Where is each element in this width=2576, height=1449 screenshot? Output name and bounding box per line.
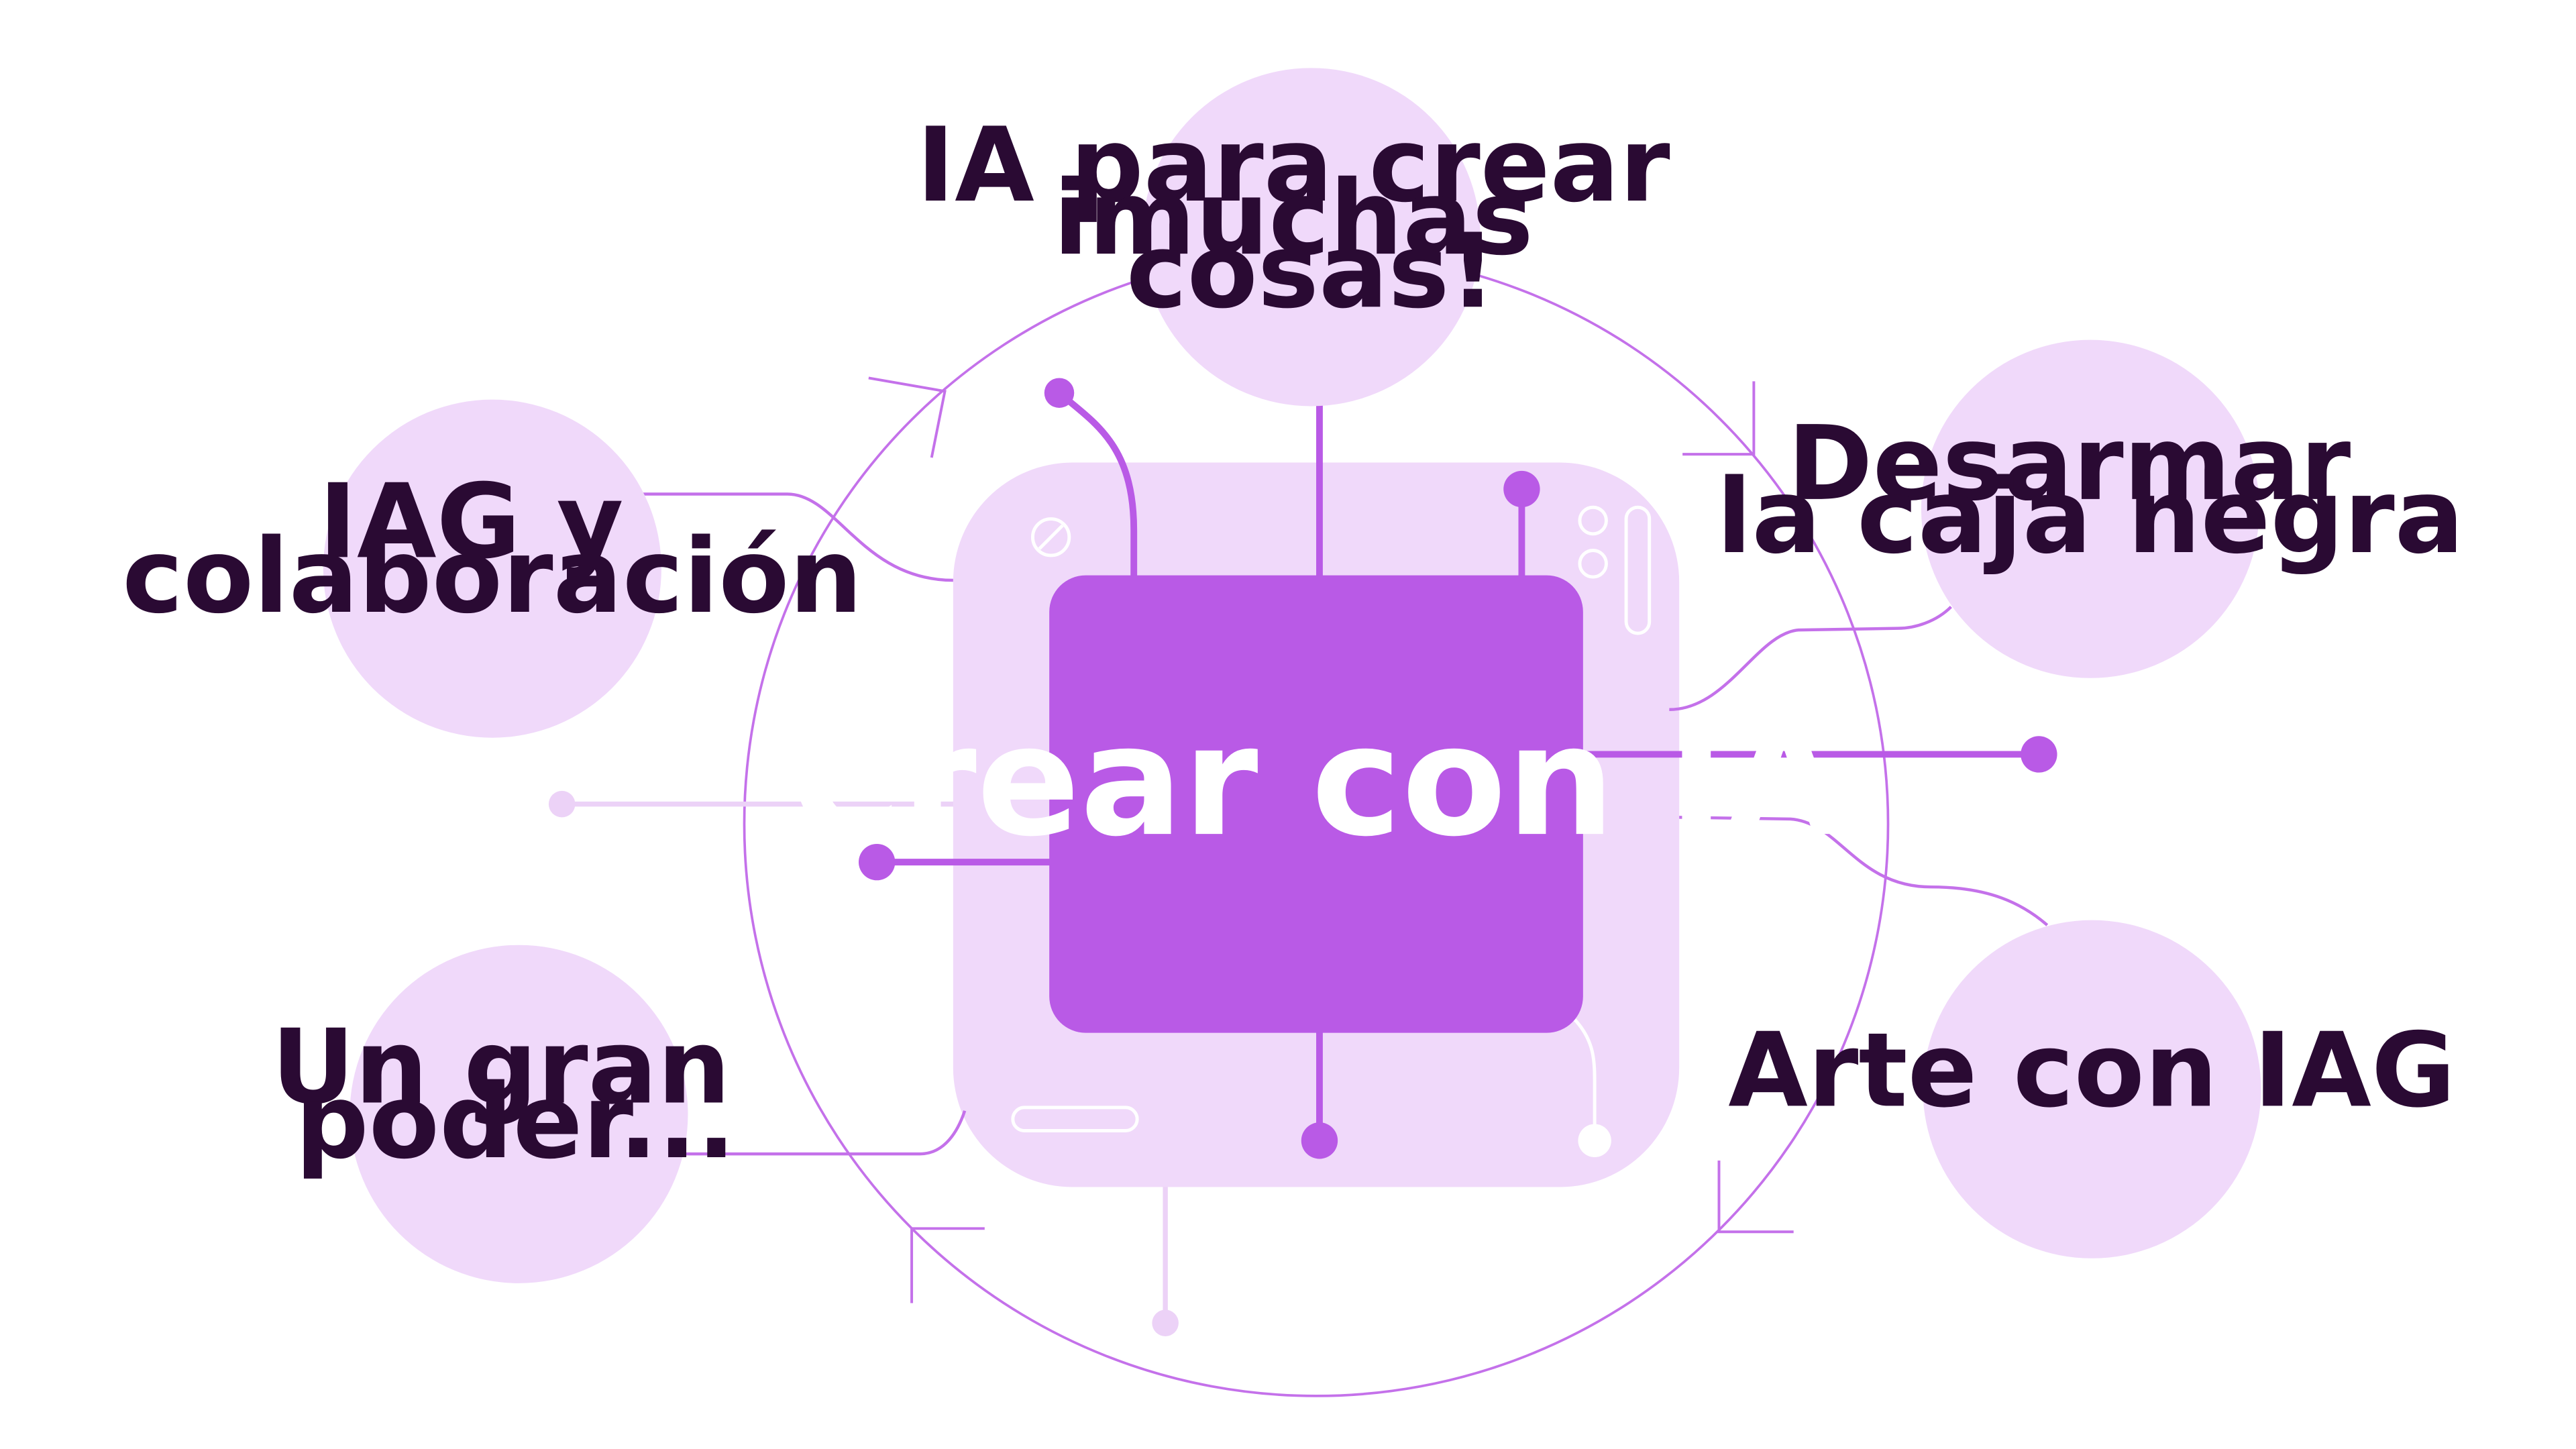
chip-decorations xyxy=(1011,505,1652,1141)
node-bottom-right-circle xyxy=(1923,920,2261,1258)
node-top-right-label: Desarmar la caja negra xyxy=(1717,405,2464,577)
arrow-mark-top-left xyxy=(868,376,947,458)
arrow-mark-bottom-right xyxy=(1717,1160,1794,1234)
node-connectors xyxy=(643,492,2049,1156)
node-top-label: IA para crear imuchas cosas! xyxy=(916,106,1706,331)
arrow-mark-bottom-left xyxy=(910,1227,985,1303)
node-bottom-left[interactable]: Un gran poder... xyxy=(272,945,767,1283)
accent-dot-right xyxy=(2021,736,2057,773)
node-bottom-left-circle xyxy=(350,945,688,1283)
white-pin-line xyxy=(1573,1018,1597,1141)
chip-icon[interactable] xyxy=(1049,575,1583,1033)
accent-dots xyxy=(859,378,2057,1159)
node-bottom-left-label: Un gran poder... xyxy=(272,1008,767,1182)
node-bottom-left-line-2: poder... xyxy=(295,1063,736,1182)
node-bottom-left-line-1: Un gran xyxy=(272,1008,731,1127)
accent-dot-left xyxy=(859,843,896,881)
white-pin-dot xyxy=(1578,1124,1611,1158)
node-top-line-2: imuchas xyxy=(1053,159,1534,278)
pale-dot-left xyxy=(548,790,576,818)
node-bottom-right-line-1: Arte con IAG xyxy=(1728,1011,2455,1130)
vent-dot-lower xyxy=(1578,549,1608,579)
pale-connectors xyxy=(561,801,1168,1324)
node-top-left-line-1: IAG y xyxy=(319,462,623,582)
slash-circle-icon xyxy=(1030,517,1071,557)
node-top-right[interactable]: Desarmar la caja negra xyxy=(1717,339,2464,678)
pale-dot-bottom xyxy=(1152,1309,1179,1336)
connector-top-left xyxy=(643,492,953,582)
node-top-right-circle xyxy=(1921,339,2260,678)
node-top[interactable]: IA para crear imuchas cosas! xyxy=(916,68,1706,407)
vent-bar-horizontal xyxy=(1011,1106,1139,1132)
node-bottom-right-label: Arte con IAG xyxy=(1728,1011,2455,1130)
node-top-right-line-1: Desarmar xyxy=(1788,405,2351,524)
node-top-circle xyxy=(1142,68,1481,407)
center-label: Crear con IA xyxy=(790,692,1843,870)
vent-dot-upper xyxy=(1578,505,1608,536)
connector-bottom-right xyxy=(1679,816,2049,926)
accent-dot-top-left xyxy=(1044,378,1075,408)
node-top-line-3: cosas! xyxy=(1126,212,1497,331)
accent-connectors xyxy=(877,390,2039,1141)
accent-dot-bottom xyxy=(1301,1122,1338,1159)
accent-line-top-left-curve xyxy=(1057,390,1138,580)
ring-arrow-marks xyxy=(868,376,1794,1303)
node-top-left-line-2: colaboración xyxy=(122,517,862,637)
connector-bottom-left xyxy=(684,1110,967,1156)
vent-bar-vertical xyxy=(1624,505,1652,635)
node-bottom-right[interactable]: Arte con IAG xyxy=(1728,920,2456,1258)
accent-dot-top-right xyxy=(1503,470,1540,508)
slash-circle-icon-slash xyxy=(1038,524,1064,550)
node-top-left-circle xyxy=(323,399,661,738)
node-top-left[interactable]: IAG y colaboración xyxy=(122,399,863,738)
node-top-right-line-2: la caja negra xyxy=(1717,458,2464,577)
arrow-mark-top-right xyxy=(1682,381,1756,456)
node-top-left-label: IAG y colaboración xyxy=(122,462,862,637)
connector-top-right xyxy=(1669,605,1952,711)
